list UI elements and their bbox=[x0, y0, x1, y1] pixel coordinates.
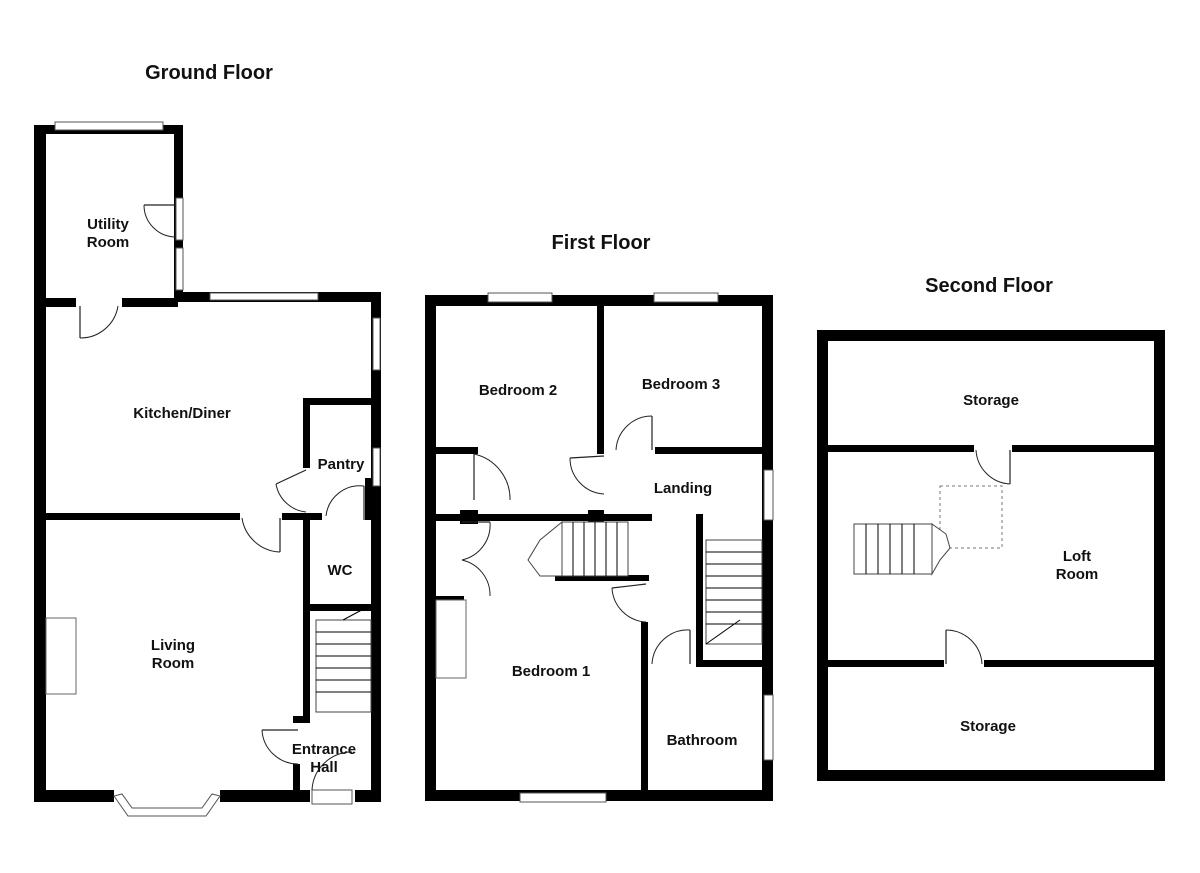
room-label-loft: Loft Room bbox=[1055, 548, 1099, 583]
bed2-cupboard-door-icon bbox=[473, 453, 511, 501]
room-label-pantry: Pantry bbox=[317, 456, 365, 473]
living-door-icon bbox=[241, 517, 281, 553]
ground-floor-plan bbox=[34, 121, 381, 817]
first-stairs-a bbox=[527, 520, 629, 577]
wc-door-icon bbox=[325, 485, 365, 520]
room-label-utility: Utility Room bbox=[86, 216, 130, 251]
utility-external-door-icon bbox=[143, 204, 177, 238]
bed2-door-icon bbox=[569, 455, 605, 495]
front-door-icon bbox=[311, 751, 353, 805]
room-label-storage-top: Storage bbox=[963, 392, 1019, 409]
hall-door-icon bbox=[261, 729, 299, 765]
bed1-door-icon bbox=[611, 583, 647, 623]
bed3-door-icon bbox=[615, 415, 653, 451]
first-floor-plan bbox=[425, 292, 774, 803]
room-label-bedroom-1: Bedroom 1 bbox=[511, 663, 591, 680]
room-label-landing: Landing bbox=[653, 480, 713, 497]
pantry-door-icon bbox=[275, 469, 307, 513]
bed1-cupboard-door-icon bbox=[461, 521, 491, 597]
utility-door-icon bbox=[79, 305, 119, 339]
room-label-wc: WC bbox=[327, 562, 353, 579]
storage-top-door-icon bbox=[975, 449, 1011, 485]
first-stairs-b bbox=[705, 539, 763, 645]
room-label-bedroom-2: Bedroom 2 bbox=[478, 382, 558, 399]
ground-floor-title: Ground Floor bbox=[145, 62, 273, 84]
room-label-hall: Entrance Hall bbox=[291, 741, 357, 776]
loft-stairs bbox=[853, 523, 951, 576]
bathroom-door-icon bbox=[651, 629, 691, 665]
second-floor-plan bbox=[817, 330, 1165, 781]
room-label-storage-bottom: Storage bbox=[960, 718, 1016, 735]
ground-stairs bbox=[315, 604, 372, 713]
first-floor-title: First Floor bbox=[551, 232, 651, 254]
room-label-bathroom: Bathroom bbox=[666, 732, 738, 749]
second-floor-title: Second Floor bbox=[925, 275, 1053, 297]
storage-bottom-door-icon bbox=[945, 629, 983, 665]
room-label-living: Living Room bbox=[150, 637, 196, 672]
room-label-bedroom-3: Bedroom 3 bbox=[641, 376, 721, 393]
room-label-kitchen: Kitchen/Diner bbox=[133, 405, 231, 422]
